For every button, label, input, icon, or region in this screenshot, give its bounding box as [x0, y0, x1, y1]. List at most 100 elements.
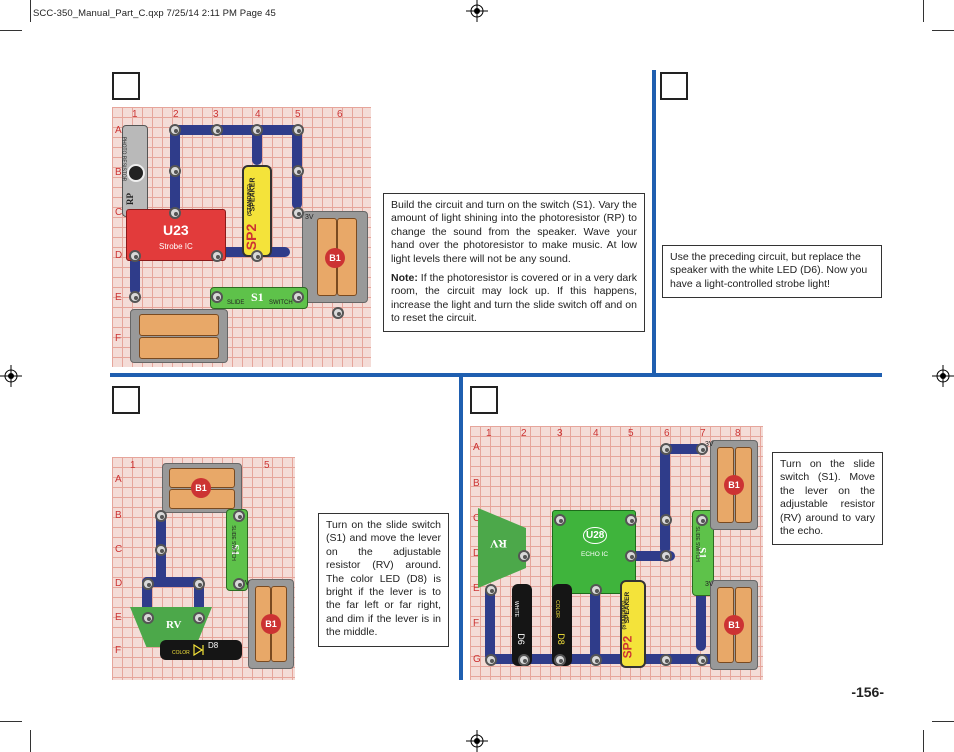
color-led-code: D8 [555, 633, 566, 645]
crop-mark-top-left-v [30, 0, 31, 22]
battery-holder: B1 3V [241, 579, 294, 669]
registration-mark-right-icon [932, 365, 954, 387]
grid-row-label: C [115, 207, 123, 218]
strobe-ic-code: U23 [163, 222, 189, 238]
switch-label-left: SLIDE [227, 300, 245, 306]
instructions-text: Use the preceding circuit, but replace t… [670, 251, 868, 290]
battery-code: B1 [325, 248, 345, 268]
color-led: D8 COLOR [160, 640, 242, 660]
snap-node [660, 654, 672, 666]
battery-code: B1 [724, 475, 744, 495]
snap-node [625, 514, 637, 526]
grid-row-label: B [115, 167, 122, 178]
battery-voltage: 3V [241, 580, 250, 587]
crop-mark-bottom-left [0, 721, 22, 722]
adjustable-resistor: RV [478, 508, 526, 588]
wire [170, 125, 300, 135]
grid-row-label: D [115, 250, 123, 261]
snap-node [169, 124, 181, 136]
battery-voltage: 3V [305, 214, 314, 221]
battery-code: B1 [191, 478, 211, 498]
speaker: SP2 SPEAKER (STANDING) [620, 580, 646, 668]
instructions-box-2: Use the preceding circuit, but replace t… [662, 245, 882, 298]
snap-node [155, 510, 167, 522]
grid-row-label: F [115, 333, 122, 344]
grid-row-label: F [473, 618, 480, 629]
switch-label: SLIDE SWITCH [229, 525, 236, 561]
snap-node [129, 291, 141, 303]
snap-node [233, 510, 245, 522]
grid-row-label: B [115, 510, 122, 521]
wire [660, 444, 708, 454]
instructions-box-3: Turn on the slide switch (S1) and move t… [318, 513, 449, 647]
snap-node [660, 443, 672, 455]
crop-mark-top-right [932, 30, 954, 31]
wire [590, 586, 600, 661]
snap-node [211, 291, 223, 303]
snap-node [332, 307, 344, 319]
switch-label-right: SWITCH [269, 300, 293, 306]
wire [142, 577, 204, 587]
switch-code: S1 [251, 290, 264, 304]
snap-node [518, 654, 530, 666]
grid-row-label: A [115, 125, 122, 136]
snap-node [193, 578, 205, 590]
echo-ic-code: U28 [583, 527, 608, 544]
grid-col-label: 5 [264, 460, 270, 471]
snap-node [554, 514, 566, 526]
battery-cell [139, 337, 219, 359]
snap-node [485, 654, 497, 666]
battery-holder-top: B1 3V [705, 440, 758, 530]
grid-row-label: G [473, 654, 481, 665]
diode-icon [193, 644, 204, 656]
snap-node [660, 550, 672, 562]
photoresistor-code: RP [125, 193, 135, 205]
crop-mark-top-right-v [923, 0, 924, 22]
note-text: If the photoresistor is covered or in a … [391, 272, 637, 325]
grid-row-label: E [115, 292, 122, 303]
battery-cell [139, 314, 219, 336]
grid-col-label: 2 [173, 109, 179, 120]
snap-node [660, 514, 672, 526]
snap-node [485, 584, 497, 596]
wire [252, 125, 262, 165]
crop-mark-bottom-left-v [30, 730, 31, 752]
grid-col-label: 7 [700, 428, 706, 439]
wire [625, 551, 675, 561]
grid-row-label: F [115, 645, 122, 656]
grid-col-label: 3 [557, 428, 563, 439]
instructions-text: Turn on the slide switch (S1) and move t… [326, 519, 441, 639]
snap-node [211, 250, 223, 262]
wire [170, 247, 290, 257]
echo-ic-label: ECHO IC [581, 551, 609, 558]
registration-mark-left-icon [0, 365, 22, 387]
snap-node [129, 250, 141, 262]
snap-node [211, 124, 223, 136]
grid-row-label: B [473, 478, 480, 489]
grid-row-label: C [115, 544, 123, 555]
snap-node [142, 612, 154, 624]
grid-col-label: 5 [295, 109, 301, 120]
speaker-code: SP2 [620, 635, 635, 659]
snap-node [292, 207, 304, 219]
snap-node [142, 578, 154, 590]
project-number-box-4 [470, 386, 498, 414]
grid-col-label: 1 [486, 428, 492, 439]
wire [130, 247, 140, 295]
divider-horizontal [110, 373, 882, 377]
snap-node [169, 165, 181, 177]
grid-col-label: 6 [664, 428, 670, 439]
project-number-box-2 [660, 72, 688, 100]
snap-node [696, 654, 708, 666]
grid-col-label: 2 [521, 428, 527, 439]
speaker-code: SP2 [243, 223, 260, 251]
circuit-grid-top-left: 1 2 3 4 5 6 A B C D E F RP PHOTO RESISTO… [112, 107, 371, 367]
grid-row-label: A [115, 474, 122, 485]
battery-holder-bottom [130, 309, 228, 363]
photoresistor-label: PHOTO RESISTOR [120, 136, 127, 182]
snap-node [292, 124, 304, 136]
wire [142, 577, 152, 613]
grid-row-label: D [473, 548, 481, 559]
battery-code: B1 [724, 615, 744, 635]
led-label: COLOR [172, 650, 190, 656]
